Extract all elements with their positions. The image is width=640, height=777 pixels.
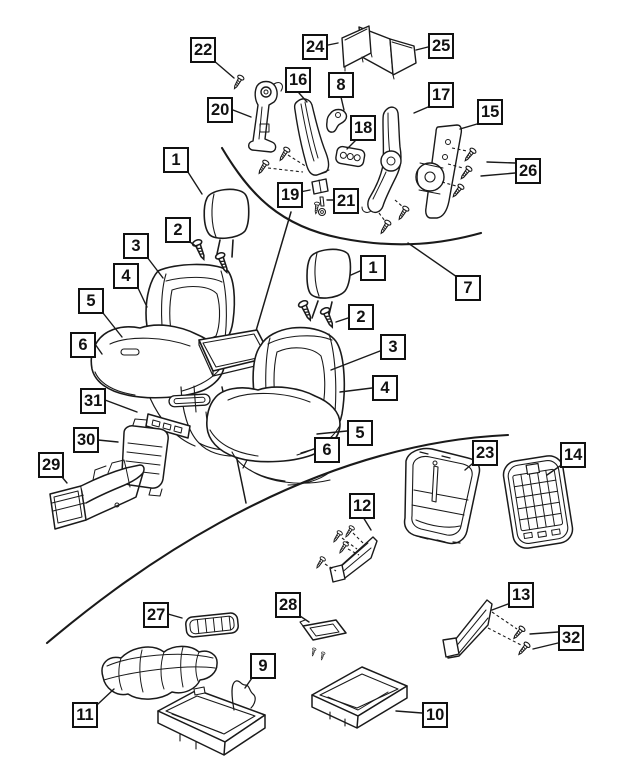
part-11-cushion-foam (101, 645, 218, 700)
divider-arcs (45, 146, 510, 645)
callout-5-box[interactable]: 5 (347, 420, 373, 446)
callout-26-box[interactable]: 26 (515, 158, 542, 184)
callout-27-box[interactable]: 27 (143, 602, 170, 628)
callout-28-box[interactable]: 28 (275, 592, 302, 618)
upper-divider-arc (220, 146, 483, 246)
callout-16-box[interactable]: 16 (285, 67, 312, 93)
callout-29-box[interactable]: 29 (38, 452, 65, 478)
seat-back-panels-cluster (403, 447, 574, 549)
callout-4-box[interactable]: 4 (113, 263, 139, 289)
part-18-switch (335, 145, 366, 168)
right-headrest (306, 248, 352, 299)
callout-11-box[interactable]: 11 (72, 702, 98, 728)
callout-22-box[interactable]: 22 (190, 37, 217, 63)
callout-19-box[interactable]: 19 (277, 182, 304, 208)
part-24-25-fold-panel (341, 25, 417, 80)
part-29-duct (49, 459, 145, 530)
cushion-parts-cluster (49, 413, 408, 756)
right-seat-drawing (206, 248, 352, 486)
callout-1-box[interactable]: 1 (163, 147, 189, 173)
callout-leader-lines (61, 42, 561, 714)
callout-15-box[interactable]: 15 (477, 99, 504, 125)
left-seat-drawing (90, 188, 250, 447)
part-23-back-panel (403, 447, 481, 545)
callout-1-box[interactable]: 1 (360, 255, 386, 281)
callout-17-box[interactable]: 17 (428, 82, 455, 108)
callout-20-box[interactable]: 20 (207, 97, 234, 123)
callout-3-box[interactable]: 3 (380, 334, 406, 360)
part-20-riser (248, 80, 278, 153)
callout-9-box[interactable]: 9 (250, 653, 276, 679)
callout-6-box[interactable]: 6 (70, 332, 96, 358)
callout-24-box[interactable]: 24 (302, 34, 329, 60)
callout-32-box[interactable]: 32 (558, 625, 585, 651)
lower-divider-arc (45, 433, 510, 645)
part-27-slat-panel (185, 612, 239, 638)
part-10-storage-bin (311, 666, 408, 729)
dashed-assembly-lines (267, 147, 522, 646)
callout-8-box[interactable]: 8 (328, 72, 354, 98)
callout-4-box[interactable]: 4 (372, 375, 398, 401)
callout-5-box[interactable]: 5 (78, 288, 104, 314)
link-line-upper (252, 211, 292, 342)
left-seat-cushion (90, 324, 226, 399)
callout-30-box[interactable]: 30 (73, 427, 100, 453)
callout-7-box[interactable]: 7 (455, 275, 481, 301)
left-headrest (203, 188, 250, 240)
callout-6-box[interactable]: 6 (314, 437, 340, 463)
part-9-riser-pan (157, 680, 266, 756)
part-13-bracket (442, 599, 493, 659)
callout-21-box[interactable]: 21 (333, 188, 360, 214)
part-8-cam (326, 108, 348, 133)
callout-12-box[interactable]: 12 (349, 493, 376, 519)
part-12-bracket (329, 536, 378, 583)
callout-2-box[interactable]: 2 (165, 217, 191, 243)
part-28-bezel (299, 619, 347, 641)
part-14-panel-grid (502, 455, 574, 549)
riser-brackets-cluster (329, 536, 493, 659)
callout-18-box[interactable]: 18 (350, 115, 377, 141)
callout-23-box[interactable]: 23 (472, 440, 499, 466)
callout-3-box[interactable]: 3 (123, 233, 149, 259)
callout-31-box[interactable]: 31 (80, 388, 107, 414)
callout-14-box[interactable]: 14 (560, 442, 587, 468)
part-19-21-small-parts (311, 178, 329, 217)
callout-10-box[interactable]: 10 (422, 702, 449, 728)
recliner-drum (415, 162, 445, 192)
callout-13-box[interactable]: 13 (508, 582, 535, 608)
callout-2-box[interactable]: 2 (348, 304, 374, 330)
callout-25-box[interactable]: 25 (428, 33, 455, 59)
